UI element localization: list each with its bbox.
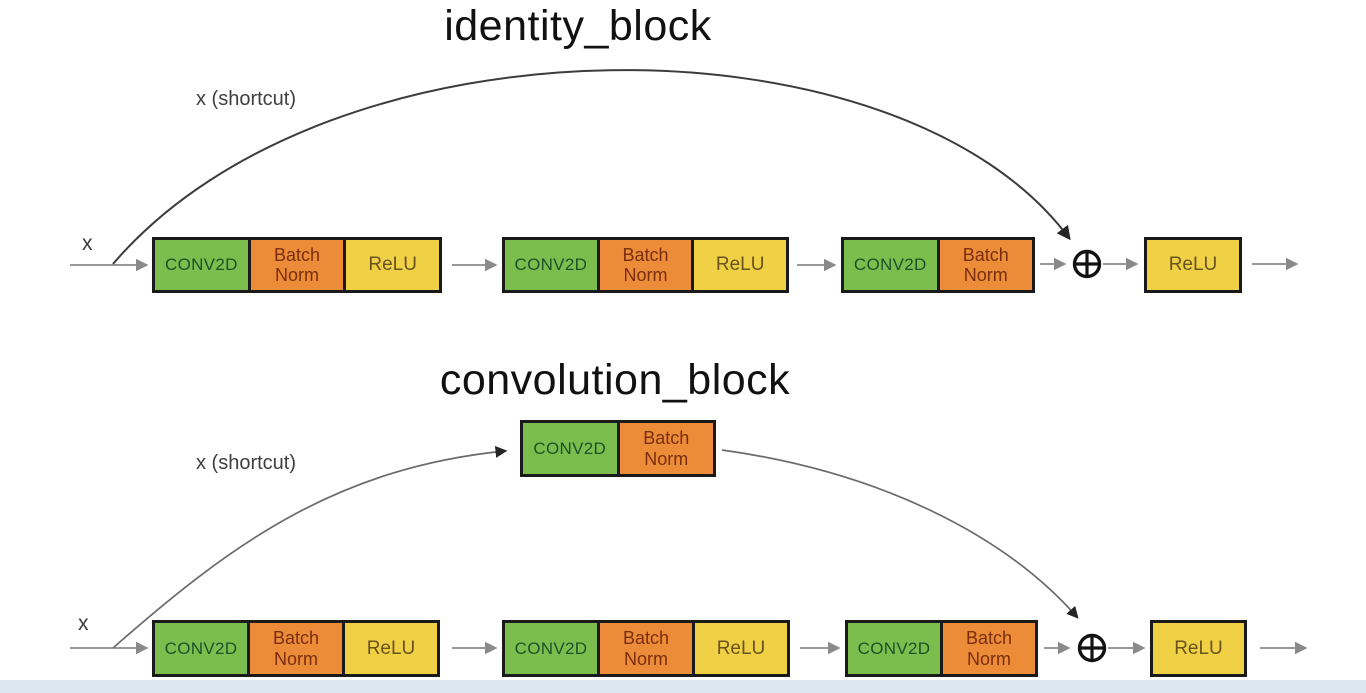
- input-label-conv: x: [78, 612, 89, 635]
- bottom-strip: [0, 680, 1366, 693]
- relu-output-box-conv: ReLU: [1150, 620, 1247, 677]
- conv-shortcut-block: CONV2D Batch Norm: [520, 420, 716, 477]
- conv-group-1: CONV2D Batch Norm ReLU: [152, 620, 440, 677]
- conv2d-box: CONV2D: [155, 240, 248, 290]
- conv-group-3: CONV2D Batch Norm: [845, 620, 1038, 677]
- batch-norm-box: Batch Norm: [616, 423, 713, 474]
- conv2d-box: CONV2D: [505, 623, 597, 674]
- shortcut-arc-conv-left: [112, 446, 508, 649]
- conv2d-box: CONV2D: [523, 423, 617, 474]
- identity-group-3: CONV2D Batch Norm: [841, 237, 1035, 293]
- relu-box: ReLU: [691, 240, 787, 290]
- merge-node-identity: [1072, 249, 1102, 279]
- conv2d-box: CONV2D: [848, 623, 940, 674]
- conv2d-box: CONV2D: [844, 240, 937, 290]
- shortcut-arc-conv-right: [721, 449, 1079, 619]
- batch-norm-box: Batch Norm: [597, 623, 692, 674]
- batch-norm-box: Batch Norm: [940, 623, 1035, 674]
- identity-group-1: CONV2D Batch Norm ReLU: [152, 237, 442, 293]
- batch-norm-box: Batch Norm: [596, 240, 692, 290]
- relu-box: ReLU: [692, 623, 787, 674]
- batch-norm-box: Batch Norm: [936, 240, 1032, 290]
- relu-box: ReLU: [342, 623, 437, 674]
- identity-block-title: identity_block: [444, 2, 712, 50]
- conv-group-2: CONV2D Batch Norm ReLU: [502, 620, 790, 677]
- relu-output-box-identity: ReLU: [1144, 237, 1242, 293]
- conv2d-box: CONV2D: [155, 623, 247, 674]
- relu-box: ReLU: [343, 240, 440, 290]
- shortcut-label-identity: x (shortcut): [196, 88, 297, 110]
- batch-norm-box: Batch Norm: [247, 623, 342, 674]
- batch-norm-box: Batch Norm: [247, 240, 344, 290]
- input-label-identity: x: [82, 232, 93, 255]
- shortcut-arc-identity: [112, 69, 1071, 265]
- shortcut-label-conv: x (shortcut): [196, 452, 297, 474]
- convolution-block-title: convolution_block: [439, 356, 791, 404]
- identity-group-2: CONV2D Batch Norm ReLU: [502, 237, 789, 293]
- merge-node-conv: [1077, 633, 1107, 663]
- conv2d-box: CONV2D: [505, 240, 597, 290]
